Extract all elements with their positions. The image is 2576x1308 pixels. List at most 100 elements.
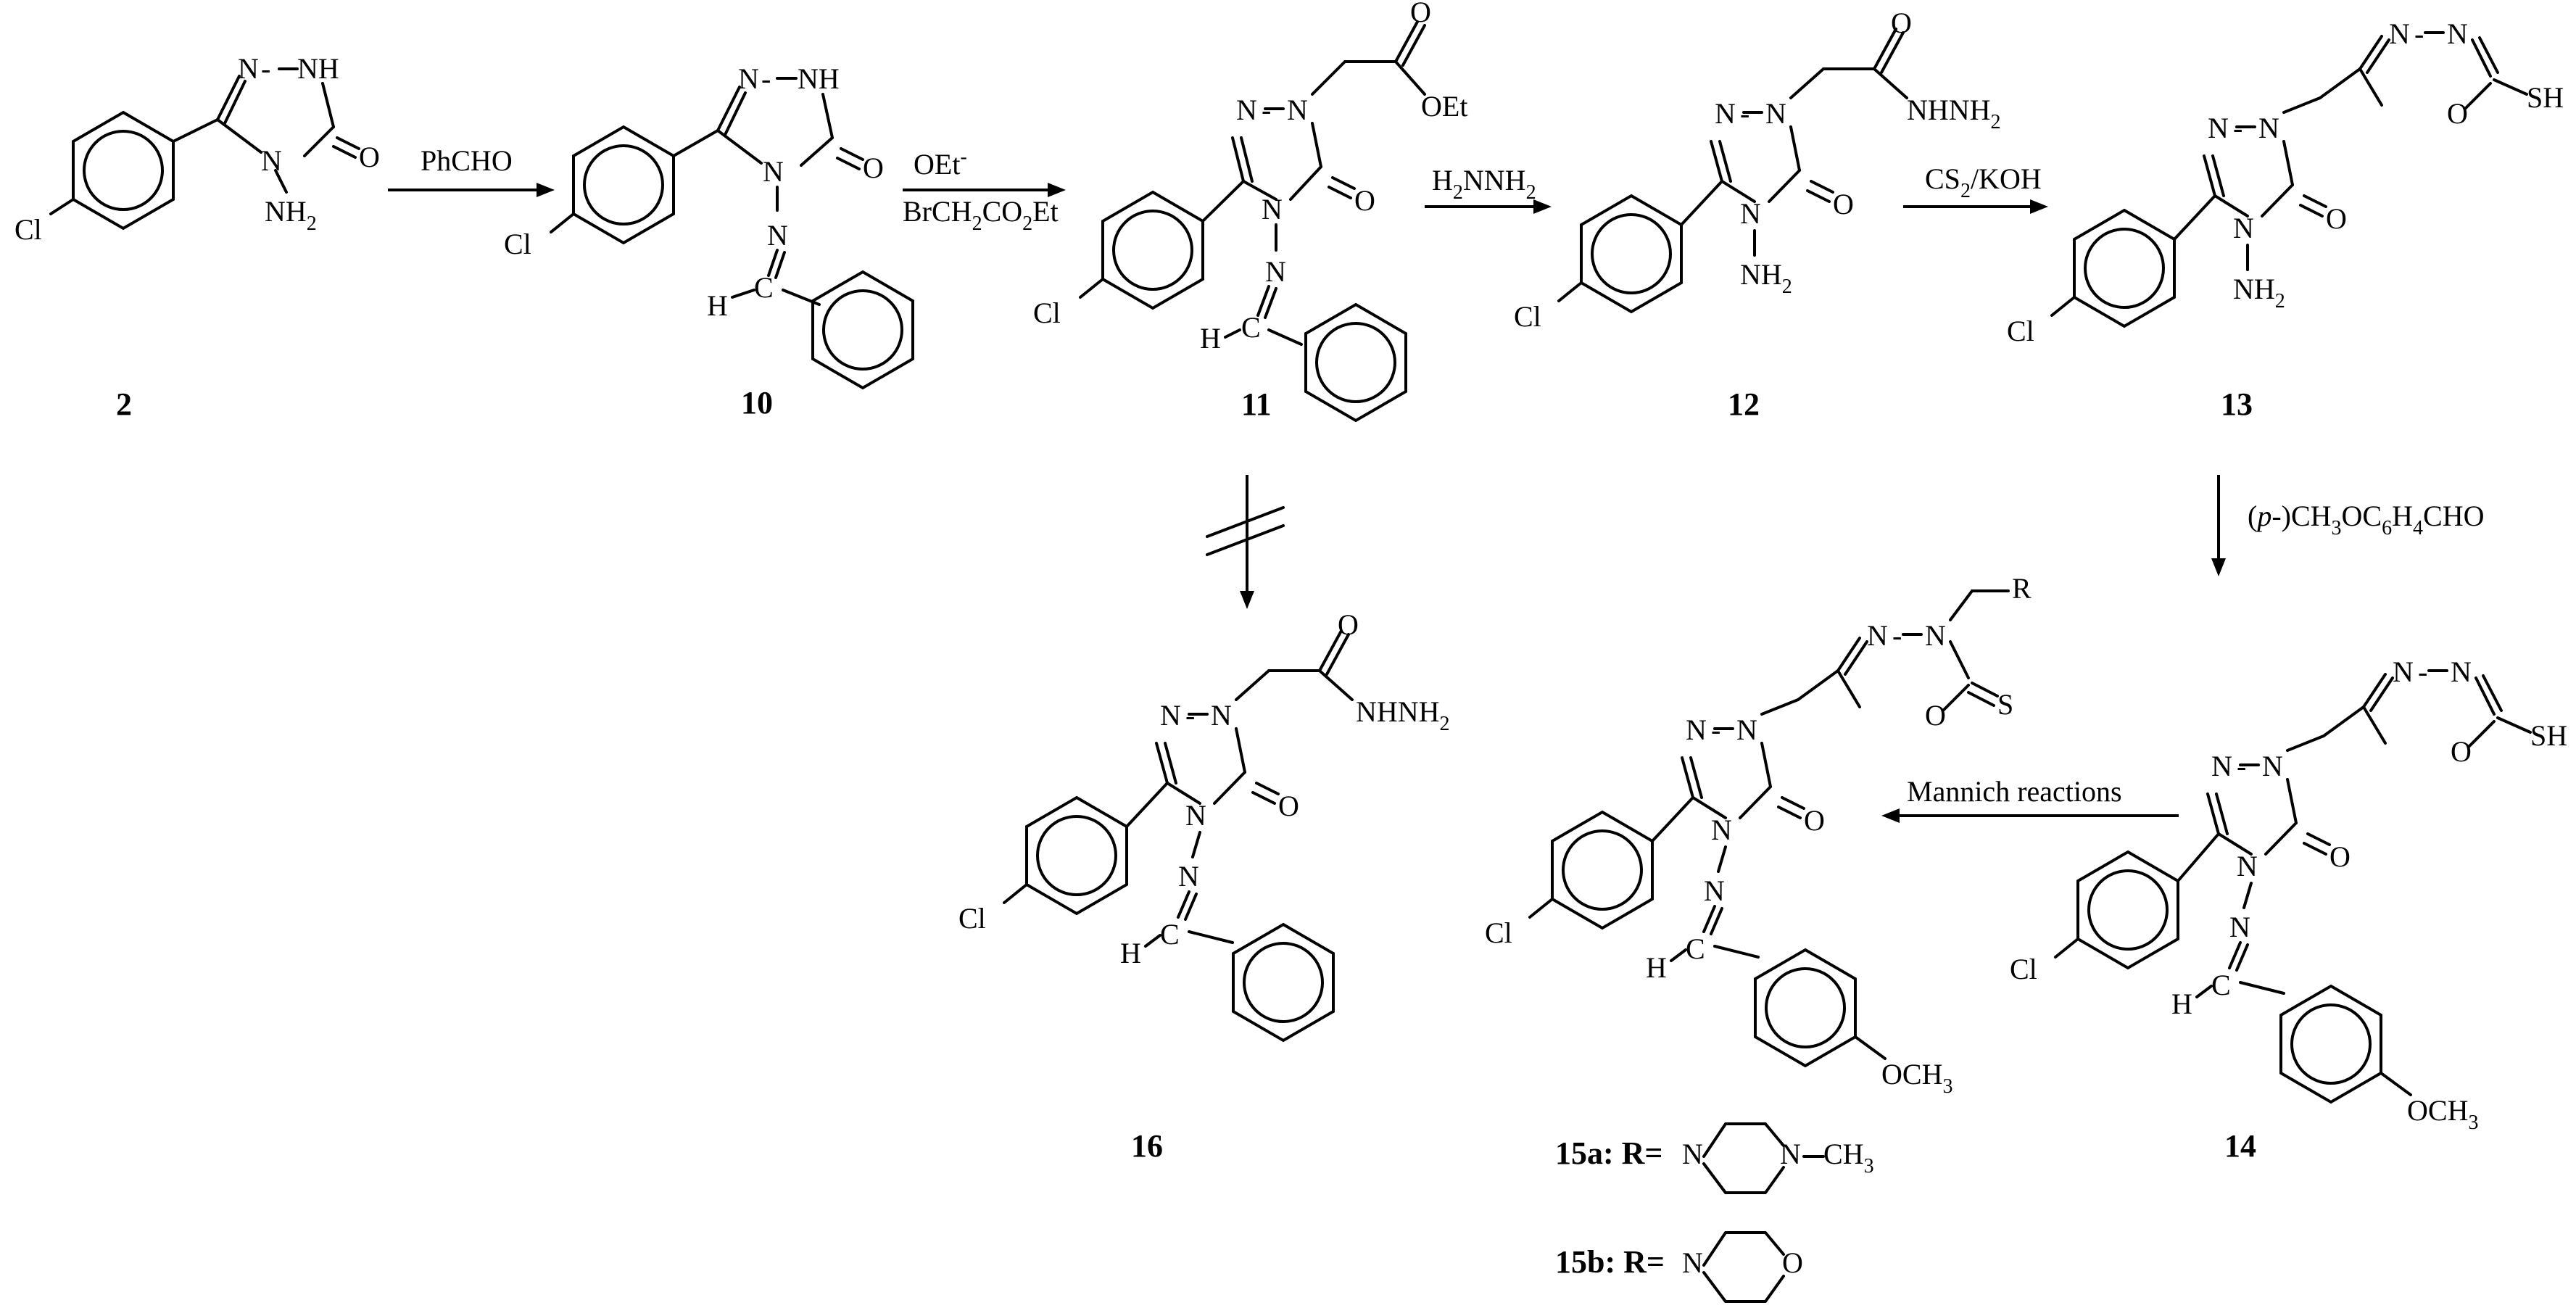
reaction-arrow-3: H2NNH2 [1425,164,1552,214]
atom-h: H [1646,951,1667,984]
atom-n: N [2233,212,2254,244]
atom-n: N [1925,619,1946,652]
atom-o: O [1891,7,1912,39]
dash: - [1262,94,1271,126]
atom-s: S [1997,688,2013,721]
dash: - [2414,17,2424,50]
compound-10: Cl N - NH O N N C H 10 [504,62,914,421]
atom-n: N [2208,112,2229,144]
reaction-arrow-2: OEt- BrCH2CO2Et [903,146,1066,235]
compound-label-12: 12 [1728,386,1760,422]
chlorine-atom: Cl [958,902,986,935]
reaction-arrow-5: (p-)CH3OC6H4CHO [2211,475,2484,576]
atom-oet: OEt [1421,90,1467,123]
reaction-arrow-blocked [1206,475,1285,609]
atom-n: N [738,62,759,95]
atom-n: N [1185,799,1206,832]
atom-c: C [754,271,774,304]
atom-n: N [2229,911,2250,943]
atom-n: N [1160,699,1181,732]
atom-n: N [2258,112,2279,144]
atom-nhnh2: NHNH2 [1356,695,1450,735]
chlorine-atom: Cl [504,228,531,260]
atom-n: N [2389,17,2410,50]
atom-n: N [1711,814,1732,846]
atom-methyl: CH3 [1823,1138,1874,1177]
atom-nhnh2: NHNH2 [1907,94,2001,133]
compound-11: Cl N - N O N N C H O OEt 11 [1033,0,1467,423]
atom-o: O [1804,804,1825,837]
reagent-mannich: Mannich reactions [1907,775,2122,808]
chlorine-atom: Cl [1485,916,1512,949]
atom-n: N [1262,193,1283,225]
dash: - [2233,112,2242,144]
atom-n: N [2237,850,2258,882]
compound-label-2: 2 [116,386,132,422]
reagent-ethyl-bromoacetate: BrCH2CO2Et [903,195,1059,235]
chlorine-atom: Cl [1514,300,1541,333]
atom-r: R [2012,572,2032,605]
atom-o: O [1833,188,1854,220]
reaction-arrow-4: CS2/KOH [1903,162,2048,214]
compound-15b: 15b: R= N O [1555,1231,1803,1303]
atom-n: N [261,144,282,177]
dash: - [1185,699,1195,732]
atom-n: N [2393,655,2414,688]
atom-sh: SH [2530,719,2567,752]
compound-2: Cl N - NH O N NH2 2 [15,52,380,422]
atom-n: N [1236,94,1257,126]
compound-12: Cl N - N O N NH2 O NHNH2 12 [1514,7,2001,422]
dash: - [261,52,270,85]
atom-nh2: NH2 [265,195,317,235]
atom-n: N [2211,750,2232,782]
atom-n: N [1682,1138,1703,1170]
dash: - [2418,655,2427,688]
atom-n: N [1740,197,1761,230]
compound-label-10: 10 [741,385,773,421]
atom-o: O [1410,0,1431,28]
atom-n: N [2262,750,2283,782]
atom-nh2: NH2 [2233,273,2285,312]
atom-o: O [1354,184,1375,217]
atom-o: O [2451,735,2472,768]
atom-n: N [238,52,259,85]
atom-h: H [2171,988,2192,1020]
dash: - [2237,750,2246,782]
atom-n: N [767,219,788,252]
chlorine-atom: Cl [2010,953,2037,985]
compound-label-13: 13 [2221,386,2253,422]
dash: - [1740,97,1749,130]
atom-o: O [1782,1246,1803,1279]
reagent-cs2-koh: CS2/KOH [1925,162,2042,202]
atom-o: O [2329,840,2351,873]
atom-n: N [1686,713,1707,746]
dash: - [1711,713,1720,746]
atom-h: H [1120,937,1141,969]
reagent-benzaldehyde: PhCHO [421,144,513,177]
atom-o: O [2326,202,2347,235]
atom-o: O [1925,699,1946,732]
atom-c: C [1160,918,1180,951]
chlorine-atom: Cl [1033,297,1061,329]
atom-n: N [1780,1138,1801,1170]
atom-o: O [863,152,884,184]
atom-n: N [2451,655,2472,688]
atom-n: N [1287,94,1308,126]
atom-n: N [1265,255,1286,288]
atom-nh: NH [297,52,339,85]
compound-label-15a: 15a: R= [1555,1135,1663,1171]
compound-label-11: 11 [1241,386,1272,422]
atom-sh: SH [2527,81,2564,114]
atom-c: C [1241,311,1261,344]
atom-nh2: NH2 [1740,258,1792,298]
atom-o: O [2447,97,2468,130]
dash: - [1892,619,1902,652]
compound-14: Cl N - N O N N C H N - N O SH OCH3 14 [2010,655,2567,1164]
atom-n: N [763,155,784,188]
chlorine-atom: Cl [2007,315,2034,347]
atom-c: C [2211,969,2231,1001]
atom-nh: NH [798,62,840,95]
atom-methoxy: OCH3 [2407,1094,2478,1134]
atom-n: N [2447,17,2468,50]
